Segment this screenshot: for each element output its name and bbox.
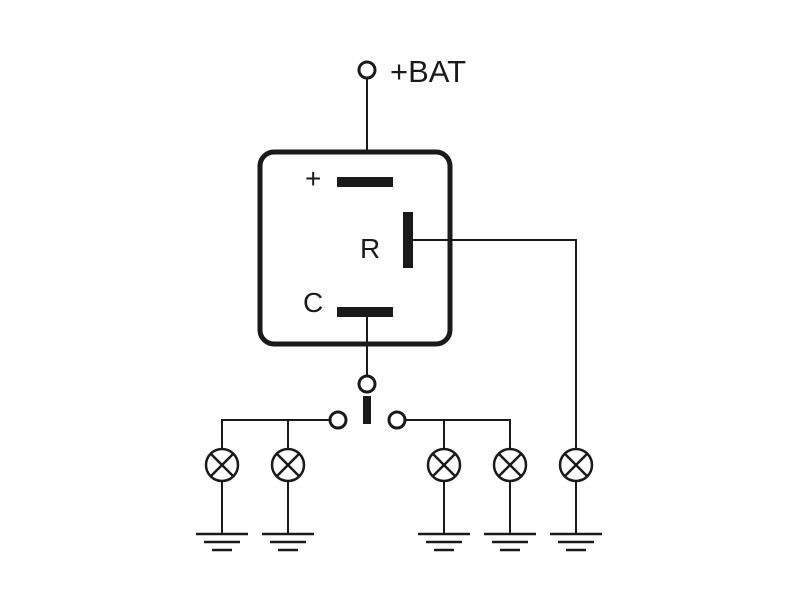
left-branch-wire xyxy=(221,419,330,449)
ground-icon-5 xyxy=(550,532,602,552)
lamp-3 xyxy=(426,447,462,533)
lamp-2 xyxy=(270,447,306,533)
relay-body xyxy=(257,149,453,347)
switch-right-terminal xyxy=(387,410,407,430)
right-branch-wire xyxy=(405,419,511,449)
c-terminal-label: C xyxy=(303,287,323,318)
switch-lever xyxy=(363,396,371,424)
lamp-1 xyxy=(204,447,240,533)
switch-common-terminal xyxy=(357,374,377,394)
c-terminal-pin xyxy=(337,307,393,317)
r-terminal-label: R xyxy=(360,233,380,264)
switch-left-terminal xyxy=(328,410,348,430)
bat-label: +BAT xyxy=(390,54,466,89)
lamp-4 xyxy=(492,447,528,533)
r-wire xyxy=(413,239,577,449)
plus-terminal-label: + xyxy=(305,163,321,194)
ground-icon-4 xyxy=(484,532,536,552)
ground-icon-3 xyxy=(418,532,470,552)
ground-icon-2 xyxy=(262,532,314,552)
lamp-5 xyxy=(558,447,594,533)
ground-icon-1 xyxy=(196,532,248,552)
plus-terminal-pin xyxy=(337,177,393,187)
bat-terminal xyxy=(357,60,377,80)
r-terminal-pin xyxy=(403,212,413,268)
